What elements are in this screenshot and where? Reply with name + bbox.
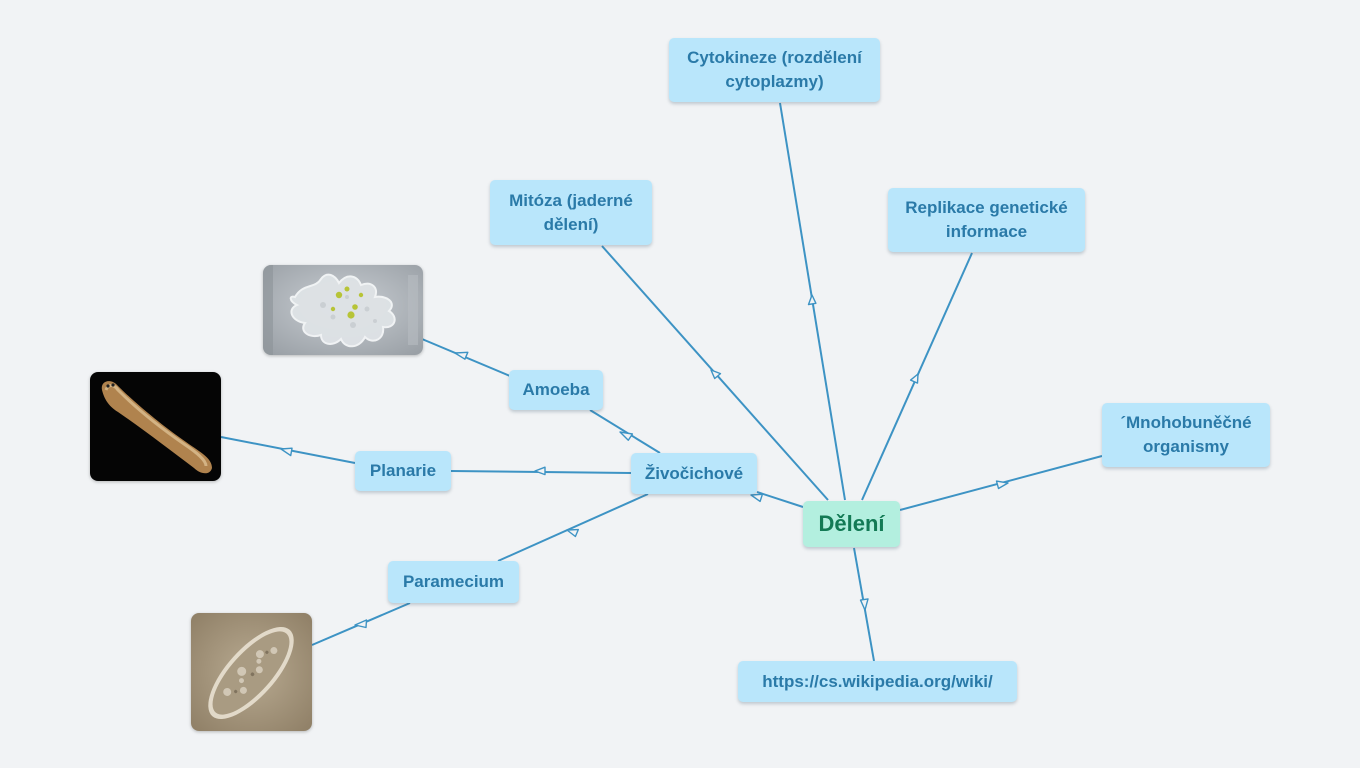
topic-replikace[interactable]: Replikace genetické informace (888, 188, 1085, 252)
topic-link-wikipedia[interactable]: https://cs.wikipedia.org/wiki/ (738, 661, 1017, 702)
topic-mnohobunecne[interactable]: ´Mnohobuněčné organismy (1102, 403, 1270, 467)
connector-zivocichove-amoeba (589, 409, 661, 454)
arrow-marker (750, 493, 764, 503)
planaria-image[interactable] (90, 372, 221, 481)
topic-zivocichove-label: Živočichové (644, 463, 744, 483)
topic-replikace-label: Replikace genetické informace (905, 198, 1068, 241)
topic-cytokineze-label: Cytokineze (rozdělení cytoplazmy) (687, 48, 862, 91)
topic-paramecium-label: Paramecium (402, 572, 505, 591)
topic-amoeba-label: Amoeba (522, 380, 590, 399)
topic-mnohobunecne-label: ´Mnohobuněčné organismy (1120, 413, 1252, 456)
topic-amoeba[interactable]: Amoeba (509, 370, 603, 410)
amoeba-image[interactable] (263, 265, 423, 355)
amoeba-photo (263, 265, 423, 355)
topic-zivocichove[interactable]: Živočichové (631, 453, 757, 494)
arrow-marker (710, 369, 722, 380)
connector-zivocichove-paramecium (497, 493, 649, 562)
arrow-marker (909, 373, 919, 384)
topic-planarie-label: Planarie (369, 461, 437, 480)
arrow-marker (454, 351, 469, 360)
connector-root-zivocichove (756, 491, 804, 508)
arrow-marker (280, 447, 293, 457)
arrow-marker (619, 431, 634, 441)
arrow-marker (566, 528, 579, 538)
paramecium-photo (191, 613, 312, 731)
topic-cytokineze[interactable]: Cytokineze (rozdělení cytoplazmy) (669, 38, 880, 102)
central-topic-label: Dělení (818, 511, 885, 536)
central-topic-deleni[interactable]: Dělení (803, 501, 900, 547)
arrow-marker (354, 619, 368, 629)
arrow-marker (807, 294, 817, 306)
planaria-photo (90, 372, 221, 481)
arrow-marker (859, 598, 869, 611)
topic-mitoza[interactable]: Mitóza (jaderné dělení) (490, 180, 652, 245)
topic-mitoza-label: Mitóza (jaderné dělení) (509, 190, 633, 234)
topic-planarie[interactable]: Planarie (355, 451, 451, 491)
topic-link-label: https://cs.wikipedia.org/wiki/ (762, 671, 993, 691)
arrow-marker (534, 466, 546, 476)
arrow-marker (995, 480, 1009, 490)
topic-paramecium[interactable]: Paramecium (388, 561, 519, 603)
paramecium-image[interactable] (191, 613, 312, 731)
